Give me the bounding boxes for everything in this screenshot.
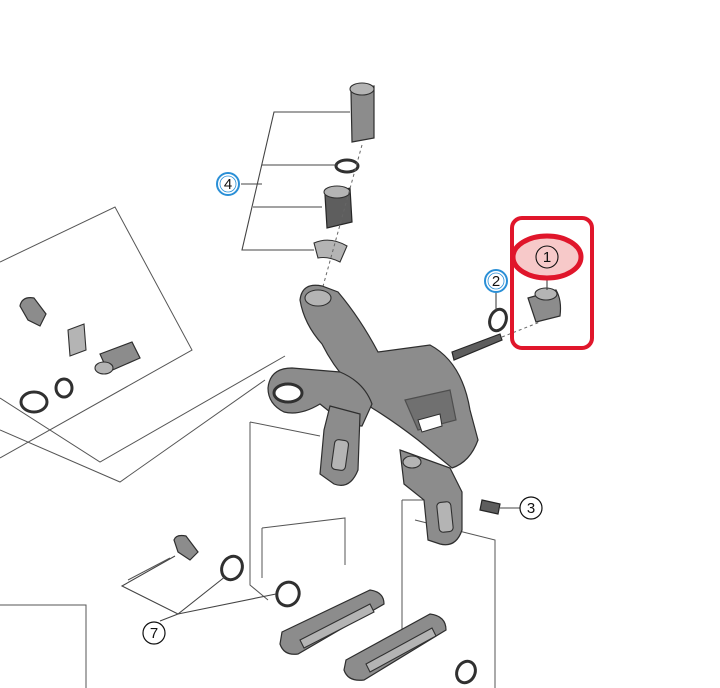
bottom-parts [173, 534, 477, 685]
callout-3-label: 3 [527, 500, 535, 517]
part-1-sleeve-nut [527, 287, 562, 323]
callout-4-label: 4 [224, 176, 232, 193]
part-3-small-bolt [479, 499, 501, 515]
callout-7[interactable]: 7 [142, 621, 166, 645]
callout-4[interactable]: 4 [216, 172, 240, 196]
leader-lines [120, 111, 548, 622]
callout-2-label: 2 [492, 273, 500, 290]
part-4-bolt-assembly [313, 82, 375, 291]
callout-7-label: 7 [150, 625, 158, 642]
callout-1[interactable]: 1 [535, 245, 559, 269]
axle-bolt [451, 321, 541, 361]
left-inset-parts [19, 297, 141, 414]
guide-frames [0, 355, 496, 688]
brake-caliper-body [267, 284, 479, 546]
callout-2[interactable]: 2 [484, 269, 508, 293]
highlight-box-part-1 [510, 216, 594, 350]
left-inset-frame [0, 206, 193, 459]
highlight-oval [510, 233, 584, 281]
callout-1-label: 1 [543, 249, 551, 266]
part-2-washer [488, 307, 508, 333]
bottom-left-inset-frame [0, 604, 87, 688]
callout-3[interactable]: 3 [519, 496, 543, 520]
